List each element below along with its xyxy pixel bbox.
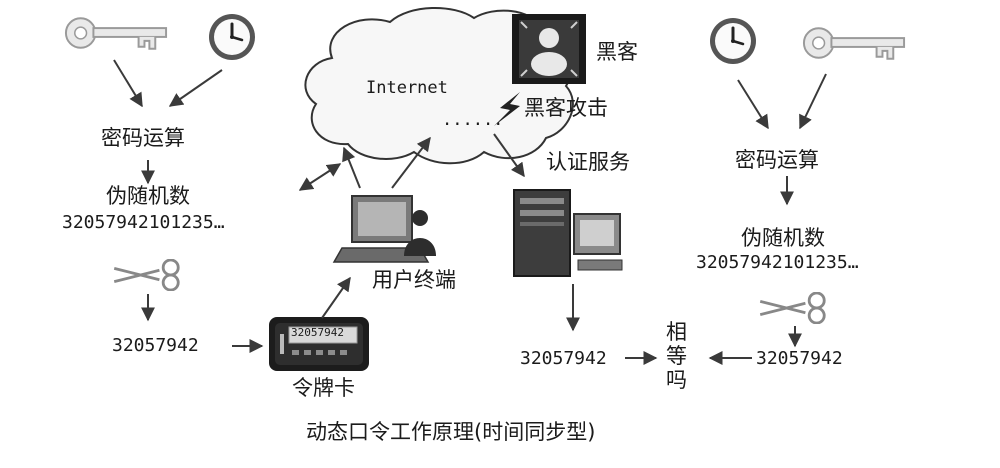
arrow-token-to-terminal xyxy=(321,276,351,319)
lightning-icon xyxy=(494,92,520,126)
clock-icon-right xyxy=(708,16,758,66)
arrow-clock-to-crypto-right xyxy=(737,79,769,130)
token-display-value: 32057942 xyxy=(291,326,344,339)
hacker-label: 黑客 xyxy=(596,40,638,64)
server-icon xyxy=(513,189,623,277)
crypto-op-label-left: 密码运算 xyxy=(101,126,185,150)
hacker-attack-label: 黑客攻击 xyxy=(524,96,608,120)
truncated-value-right: 32057942 xyxy=(756,348,843,369)
prng-value-right: 32057942101235… xyxy=(696,252,859,273)
internet-label: Internet xyxy=(366,78,448,98)
truncated-value-left: 32057942 xyxy=(112,335,199,356)
token-card xyxy=(269,317,369,371)
arrow-terminal-to-cloud-b xyxy=(391,136,431,189)
scissors-icon-right xyxy=(758,292,826,324)
key-icon-left xyxy=(64,17,168,50)
internet-cloud xyxy=(304,7,574,165)
arrow-key-to-crypto-right xyxy=(799,73,827,130)
prng-title-left: 伪随机数 xyxy=(106,184,190,208)
crypto-op-label-right: 密码运算 xyxy=(735,148,819,172)
prng-title-right: 伪随机数 xyxy=(741,226,825,250)
user-terminal-label: 用户终端 xyxy=(372,268,456,292)
compare-label: 相等吗 xyxy=(666,320,687,393)
arrow-cloud-to-server xyxy=(493,133,525,178)
token-card-label: 令牌卡 xyxy=(292,376,355,400)
diagram-caption: 动态口令工作原理(时间同步型) xyxy=(306,420,596,444)
arrow-clock-to-crypto-left xyxy=(168,69,223,107)
prng-value-left: 32057942101235… xyxy=(62,212,225,233)
arrow-terminal-to-cloud-a xyxy=(342,146,361,189)
received-value-label: 32057942 xyxy=(520,348,607,369)
clock-icon-left xyxy=(207,12,257,62)
key-icon-right xyxy=(802,27,906,60)
scissors-icon-left xyxy=(112,259,180,291)
hacker-icon xyxy=(512,14,586,84)
internet-dots: ...... xyxy=(442,110,504,130)
auth-service-label: 认证服务 xyxy=(546,150,630,174)
arrow-key-to-crypto-left xyxy=(113,59,143,108)
arrow-cloud-left xyxy=(298,163,342,191)
computer-icon-terminal xyxy=(332,195,436,263)
